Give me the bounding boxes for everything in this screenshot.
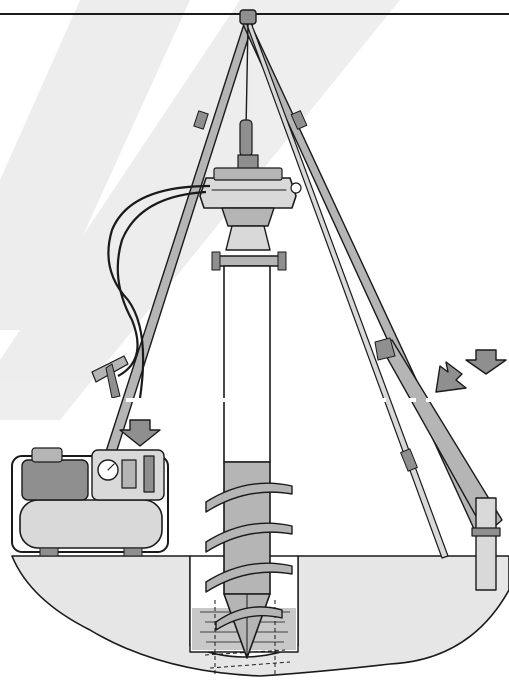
borehole-dashed-guides (204, 600, 291, 675)
tripod-head (239, 9, 257, 25)
cable-hook (239, 119, 253, 157)
watermark (0, 0, 400, 420)
auger-shaft (223, 265, 271, 659)
anchor-post (471, 497, 501, 591)
arrow-down-left-icon (435, 361, 467, 393)
arrow-down-icon (465, 349, 507, 375)
motor-head (199, 154, 302, 251)
auger-flights (205, 482, 293, 631)
power-unit (11, 447, 169, 557)
suspension-cable (245, 23, 249, 131)
arrow-down-icon (119, 419, 161, 447)
hydraulic-hoses (107, 184, 211, 399)
